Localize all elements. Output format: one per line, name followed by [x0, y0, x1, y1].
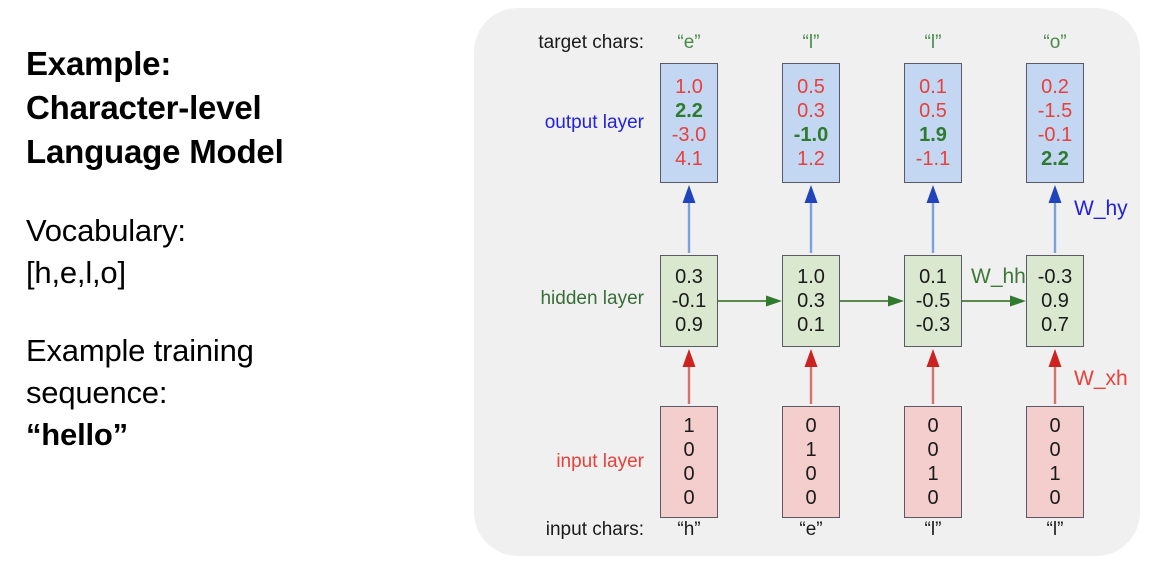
output-value: 0.3 — [797, 100, 825, 122]
hidden-value: 0.9 — [675, 314, 703, 336]
input-value: 0 — [1049, 487, 1061, 509]
output-value: -0.1 — [1037, 124, 1073, 146]
input-value: 0 — [805, 415, 817, 437]
arrow-up-blue-icon — [660, 183, 718, 255]
output-value: 2.2 — [675, 100, 703, 122]
output-value: 2.2 — [1041, 148, 1069, 170]
input-char: “h” — [677, 519, 701, 540]
vocabulary-value: [h,e,l,o] — [26, 255, 126, 290]
hidden-value: -0.5 — [915, 290, 951, 312]
input-char: “e” — [799, 519, 823, 540]
row-label-hidden-layer: hidden layer — [540, 288, 644, 309]
output-value: 1.9 — [919, 124, 947, 146]
output-value: 1.2 — [797, 148, 825, 170]
output-value: 0.5 — [797, 76, 825, 98]
sequence-label-line-1: Example training — [26, 333, 254, 368]
output-value: -3.0 — [671, 124, 707, 146]
weight-label-w-hh: W_hh — [971, 265, 1026, 288]
input-layer-column: 0 0 1 0 — [904, 406, 962, 518]
arrow-up-blue-icon — [904, 183, 962, 255]
input-value: 1 — [683, 415, 695, 437]
spacer-2 — [26, 294, 456, 330]
output-value: -1.5 — [1037, 100, 1073, 122]
arrow-up-blue-icon — [782, 183, 840, 255]
output-layer-column: 0.5 0.3 -1.0 1.2 — [782, 63, 840, 183]
target-char: “l” — [924, 32, 942, 53]
input-value: 0 — [805, 487, 817, 509]
title-line-3: Language Model — [26, 133, 284, 170]
input-layer-column: 1 0 0 0 — [660, 406, 718, 518]
target-char: “o” — [1043, 32, 1067, 53]
hidden-layer-column: 0.1 -0.5 -0.3 — [904, 255, 962, 347]
sequence-label-line-2: sequence: — [26, 375, 168, 410]
input-value: 1 — [805, 439, 817, 461]
left-text-panel: Example: Character-level Language Model … — [26, 42, 456, 456]
hidden-layer-column: 0.3 -0.1 0.9 — [660, 255, 718, 347]
hidden-value: 0.1 — [797, 314, 825, 336]
input-value: 0 — [927, 487, 939, 509]
output-layer-column: 0.2 -1.5 -0.1 2.2 — [1026, 63, 1084, 183]
output-value: 0.5 — [919, 100, 947, 122]
output-value: 0.2 — [1041, 76, 1069, 98]
title-line-2: Character-level — [26, 89, 262, 126]
hidden-value: 0.3 — [675, 266, 703, 288]
arrow-right-green-icon — [962, 293, 1028, 309]
spacer-1 — [26, 174, 456, 210]
output-value: 1.0 — [675, 76, 703, 98]
hidden-value: 1.0 — [797, 266, 825, 288]
input-layer-column: 0 0 1 0 — [1026, 406, 1084, 518]
weight-label-w-hy: W_hy — [1074, 197, 1128, 220]
hidden-value: -0.3 — [915, 314, 951, 336]
arrow-right-green-icon — [718, 293, 784, 309]
hidden-value: 0.9 — [1041, 290, 1069, 312]
output-layer-column: 1.0 2.2 -3.0 4.1 — [660, 63, 718, 183]
weight-label-w-xh: W_xh — [1074, 367, 1128, 390]
output-value: -1.1 — [915, 148, 951, 170]
row-label-target-chars: target chars: — [538, 32, 644, 53]
row-label-input-layer: input layer — [556, 451, 644, 472]
target-char: “e” — [677, 32, 701, 53]
target-char: “l” — [802, 32, 820, 53]
input-value: 0 — [805, 463, 817, 485]
vocabulary-label: Vocabulary: — [26, 213, 186, 248]
input-value: 0 — [927, 415, 939, 437]
input-layer-column: 0 1 0 0 — [782, 406, 840, 518]
hidden-layer-column: 1.0 0.3 0.1 — [782, 255, 840, 347]
rnn-diagram-panel: target chars: output layer hidden layer … — [474, 8, 1140, 556]
arrow-up-red-icon — [660, 347, 718, 406]
output-value: 0.1 — [919, 76, 947, 98]
training-sequence-block: Example training sequence: “hello” — [26, 330, 456, 456]
input-value: 0 — [683, 487, 695, 509]
output-value: -1.0 — [793, 124, 829, 146]
hidden-value: 0.7 — [1041, 314, 1069, 336]
input-value: 1 — [927, 463, 939, 485]
hidden-layer-column: -0.3 0.9 0.7 — [1026, 255, 1084, 347]
input-value: 1 — [1049, 463, 1061, 485]
input-value: 0 — [1049, 439, 1061, 461]
sequence-value: “hello” — [26, 417, 128, 452]
row-label-output-layer: output layer — [544, 112, 644, 133]
input-value: 0 — [683, 463, 695, 485]
arrow-right-green-icon — [840, 293, 906, 309]
page-title: Example: Character-level Language Model — [26, 42, 456, 174]
input-value: 0 — [1049, 415, 1061, 437]
input-value: 0 — [927, 439, 939, 461]
hidden-value: 0.3 — [797, 290, 825, 312]
output-layer-column: 0.1 0.5 1.9 -1.1 — [904, 63, 962, 183]
arrow-up-red-icon — [904, 347, 962, 406]
hidden-value: -0.1 — [671, 290, 707, 312]
vocabulary-block: Vocabulary: [h,e,l,o] — [26, 210, 456, 294]
output-value: 4.1 — [675, 148, 703, 170]
hidden-value: 0.1 — [919, 266, 947, 288]
input-value: 0 — [683, 439, 695, 461]
row-label-input-chars: input chars: — [545, 519, 644, 540]
hidden-value: -0.3 — [1037, 266, 1073, 288]
input-char: “l” — [924, 519, 942, 540]
arrow-up-red-icon — [782, 347, 840, 406]
title-line-1: Example: — [26, 45, 172, 82]
input-char: “l” — [1046, 519, 1064, 540]
